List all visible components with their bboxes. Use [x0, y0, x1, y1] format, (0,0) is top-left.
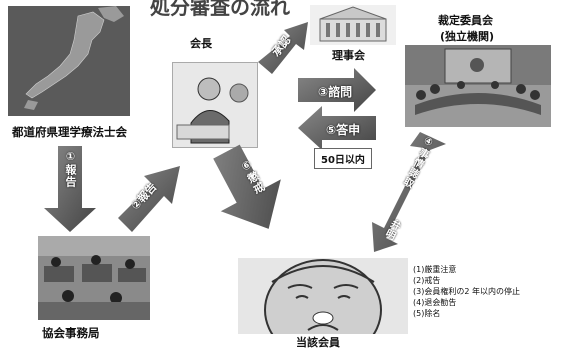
member-face-image	[238, 258, 408, 334]
penalty-item: (4)退会勧告	[413, 298, 457, 307]
penalty-item: (1)厳重注意	[413, 265, 457, 274]
penalty-item: (2)戒告	[413, 276, 441, 285]
committee-label-line1: 裁定委員会	[438, 14, 493, 27]
answer-arrow-label: ⑤答申	[326, 123, 361, 137]
defense-arrow-label: 弁明	[381, 216, 402, 242]
president-label: 会長	[190, 37, 212, 50]
report-president-arrow-label: ②報告	[128, 180, 160, 213]
member-label: 当該会員	[296, 336, 340, 349]
discipline-arrow	[213, 144, 281, 229]
japan-map-image	[8, 6, 130, 116]
committee-meeting-image	[405, 45, 551, 127]
deadline-box: 50日以内	[314, 148, 372, 169]
secretariat-label: 協会事務局	[42, 326, 100, 340]
report-arrow-label: ①報告	[64, 150, 77, 188]
penalty-list: (1)厳重注意 (2)戒告 (3)会員権利の2 年以内の停止 (4)退会勧告 (…	[413, 264, 520, 319]
board-building-image	[310, 5, 396, 45]
consult-arrow-label: ③諮問	[318, 85, 353, 99]
committee-label-line2: (独立機関)	[440, 30, 495, 43]
prefectural-association-label: 都道府県理学療法士会	[12, 125, 127, 139]
secretariat-office-image	[38, 236, 150, 320]
approval-arrow-label: 承認	[269, 33, 294, 59]
president-image	[172, 62, 258, 148]
hearing-arrow-label: ④事情聴取	[399, 134, 436, 190]
board-label: 理事会	[332, 49, 365, 62]
discipline-arrow-label: ⑥懲戒	[237, 156, 268, 197]
penalty-item: (3)会員権利の2 年以内の停止	[413, 287, 520, 296]
page-title: 処分審査の流れ	[150, 0, 290, 19]
penalty-item: (5)除名	[413, 309, 441, 318]
